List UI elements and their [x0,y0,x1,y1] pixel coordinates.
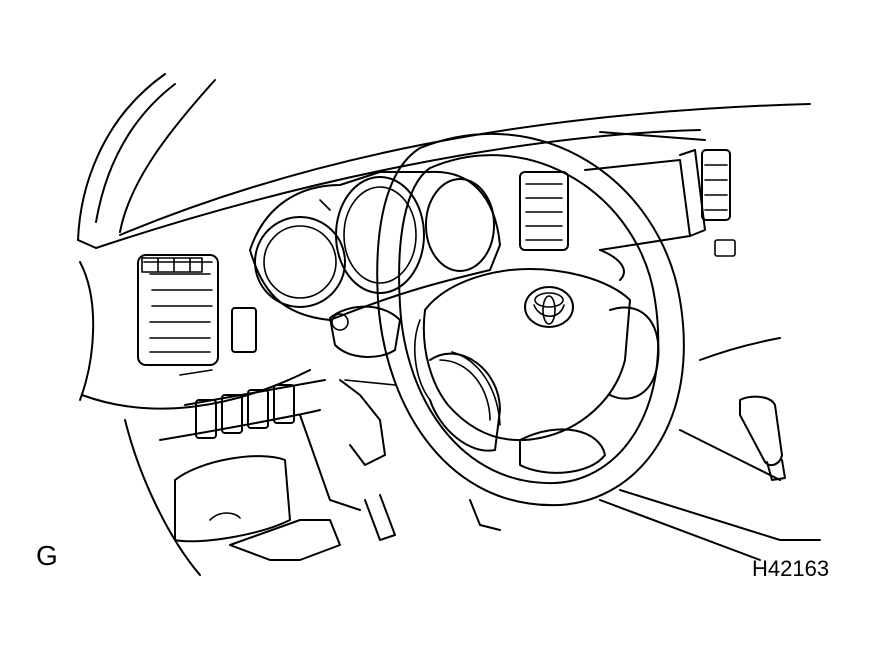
steering-wheel [376,132,685,507]
instrument-cluster [249,170,501,321]
right-side [469,337,821,561]
figure-code: H42163 [752,556,830,581]
column-stalk [329,305,401,358]
left-air-vent [137,254,257,376]
lower-dash [79,261,396,576]
gear-lever [739,395,786,481]
a-pillar [77,73,216,241]
center-vent [519,149,736,281]
steering-hub [414,268,660,474]
view-label: G [36,540,58,571]
dashboard-top [77,103,811,249]
toyota-emblem-icon [524,286,574,328]
